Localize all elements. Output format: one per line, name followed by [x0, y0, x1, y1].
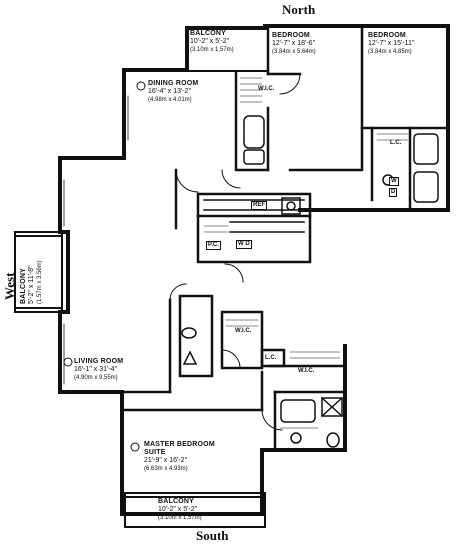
- label-wd: W D: [236, 240, 252, 249]
- room-name: LIVING ROOM: [74, 358, 124, 365]
- label-d: D: [389, 188, 398, 197]
- room-dim-ft: 12'-7" x 15'-11": [368, 40, 415, 47]
- room-dim-m: (4.90m x 9.55m): [74, 375, 118, 381]
- room-dim-ft: 10'-2" x 5'-2": [158, 506, 198, 513]
- room-dim-m: (3.84m x 5.64m): [272, 49, 316, 55]
- room-dim-m: (3.10m x 1.57m): [158, 515, 202, 521]
- room-dim-ft: 16'-1" x 31'-4": [74, 366, 118, 373]
- compass-north: North: [282, 2, 316, 17]
- label-lc: L.C.: [265, 355, 277, 361]
- label-balcony-south: BALCONY 10'-2" x 5'-2" (3.10m x 1.57m): [158, 498, 202, 522]
- label-dining-room: DINING ROOM 16'-4" x 13'-2" (4.98m x 4.0…: [148, 80, 198, 104]
- room-name: BEDROOM: [368, 32, 406, 39]
- room-dim-m: (3.84m x 4.85m): [368, 49, 412, 55]
- room-dim-ft: 10'-2" x 5'-2": [190, 38, 230, 45]
- label-ref: REF: [251, 201, 267, 210]
- room-dim-m: (1.57m x 3.56m): [37, 260, 43, 304]
- room-name: BALCONY: [20, 267, 27, 304]
- label-bedroom-2: BEDROOM 12'-7" x 15'-11" (3.84m x 4.85m): [368, 32, 414, 56]
- compass-south: South: [196, 528, 229, 543]
- room-markers: [63, 81, 146, 452]
- room-name: BALCONY: [190, 30, 227, 37]
- fixtures-drawn: [181, 115, 439, 448]
- label-bedroom-1: BEDROOM 12'-7" x 18'-6" (3.84m x 5.64m): [272, 32, 316, 56]
- room-dim-ft: 21'-9" x 16'-2": [144, 457, 188, 464]
- label-wic-2: W.I.C.: [235, 328, 252, 334]
- hatching: [203, 77, 409, 429]
- label-pc: P.C.: [206, 241, 221, 250]
- label-balcony-north: BALCONY 10'-2" x 5'-2" (3.10m x 1.57m): [190, 30, 234, 54]
- room-name: BEDROOM: [272, 32, 310, 39]
- compass-west: West: [2, 272, 17, 300]
- room-dim-ft: 5'-2" x 11'-8": [28, 265, 35, 304]
- label-master-bedroom: MASTER BEDROOM SUITE 21'-9" x 16'-2" (6.…: [144, 441, 215, 473]
- room-dim-m: (6.63m x 4.93m): [144, 466, 188, 472]
- room-dim-m: (3.10m x 1.57m): [190, 47, 234, 53]
- label-balcony-west: BALCONY 5'-2" x 11'-8" (1.57m x 3.56m): [20, 260, 44, 304]
- room-name: MASTER BEDROOM: [144, 441, 215, 448]
- label-lc-2: L.C.: [390, 140, 402, 146]
- room-name: DINING ROOM: [148, 80, 199, 87]
- room-dim-ft: 16'-4" x 13'-2": [148, 88, 192, 95]
- exterior-walls: [58, 24, 450, 516]
- label-w: W: [389, 177, 399, 186]
- label-wic-3: W.I.C.: [298, 368, 315, 374]
- room-name: BALCONY: [158, 498, 195, 505]
- balconies: [14, 26, 269, 528]
- label-wic-1: W.I.C.: [258, 86, 275, 92]
- room-name-line2: SUITE: [144, 449, 166, 456]
- windows: [59, 95, 129, 385]
- interior-walls: [120, 26, 450, 452]
- label-living-room: LIVING ROOM 16'-1" x 31'-4" (4.90m x 9.5…: [74, 358, 123, 382]
- room-dim-ft: 12'-7" x 18'-6": [272, 40, 316, 47]
- doors: [169, 73, 301, 431]
- room-dim-m: (4.98m x 4.01m): [148, 97, 192, 103]
